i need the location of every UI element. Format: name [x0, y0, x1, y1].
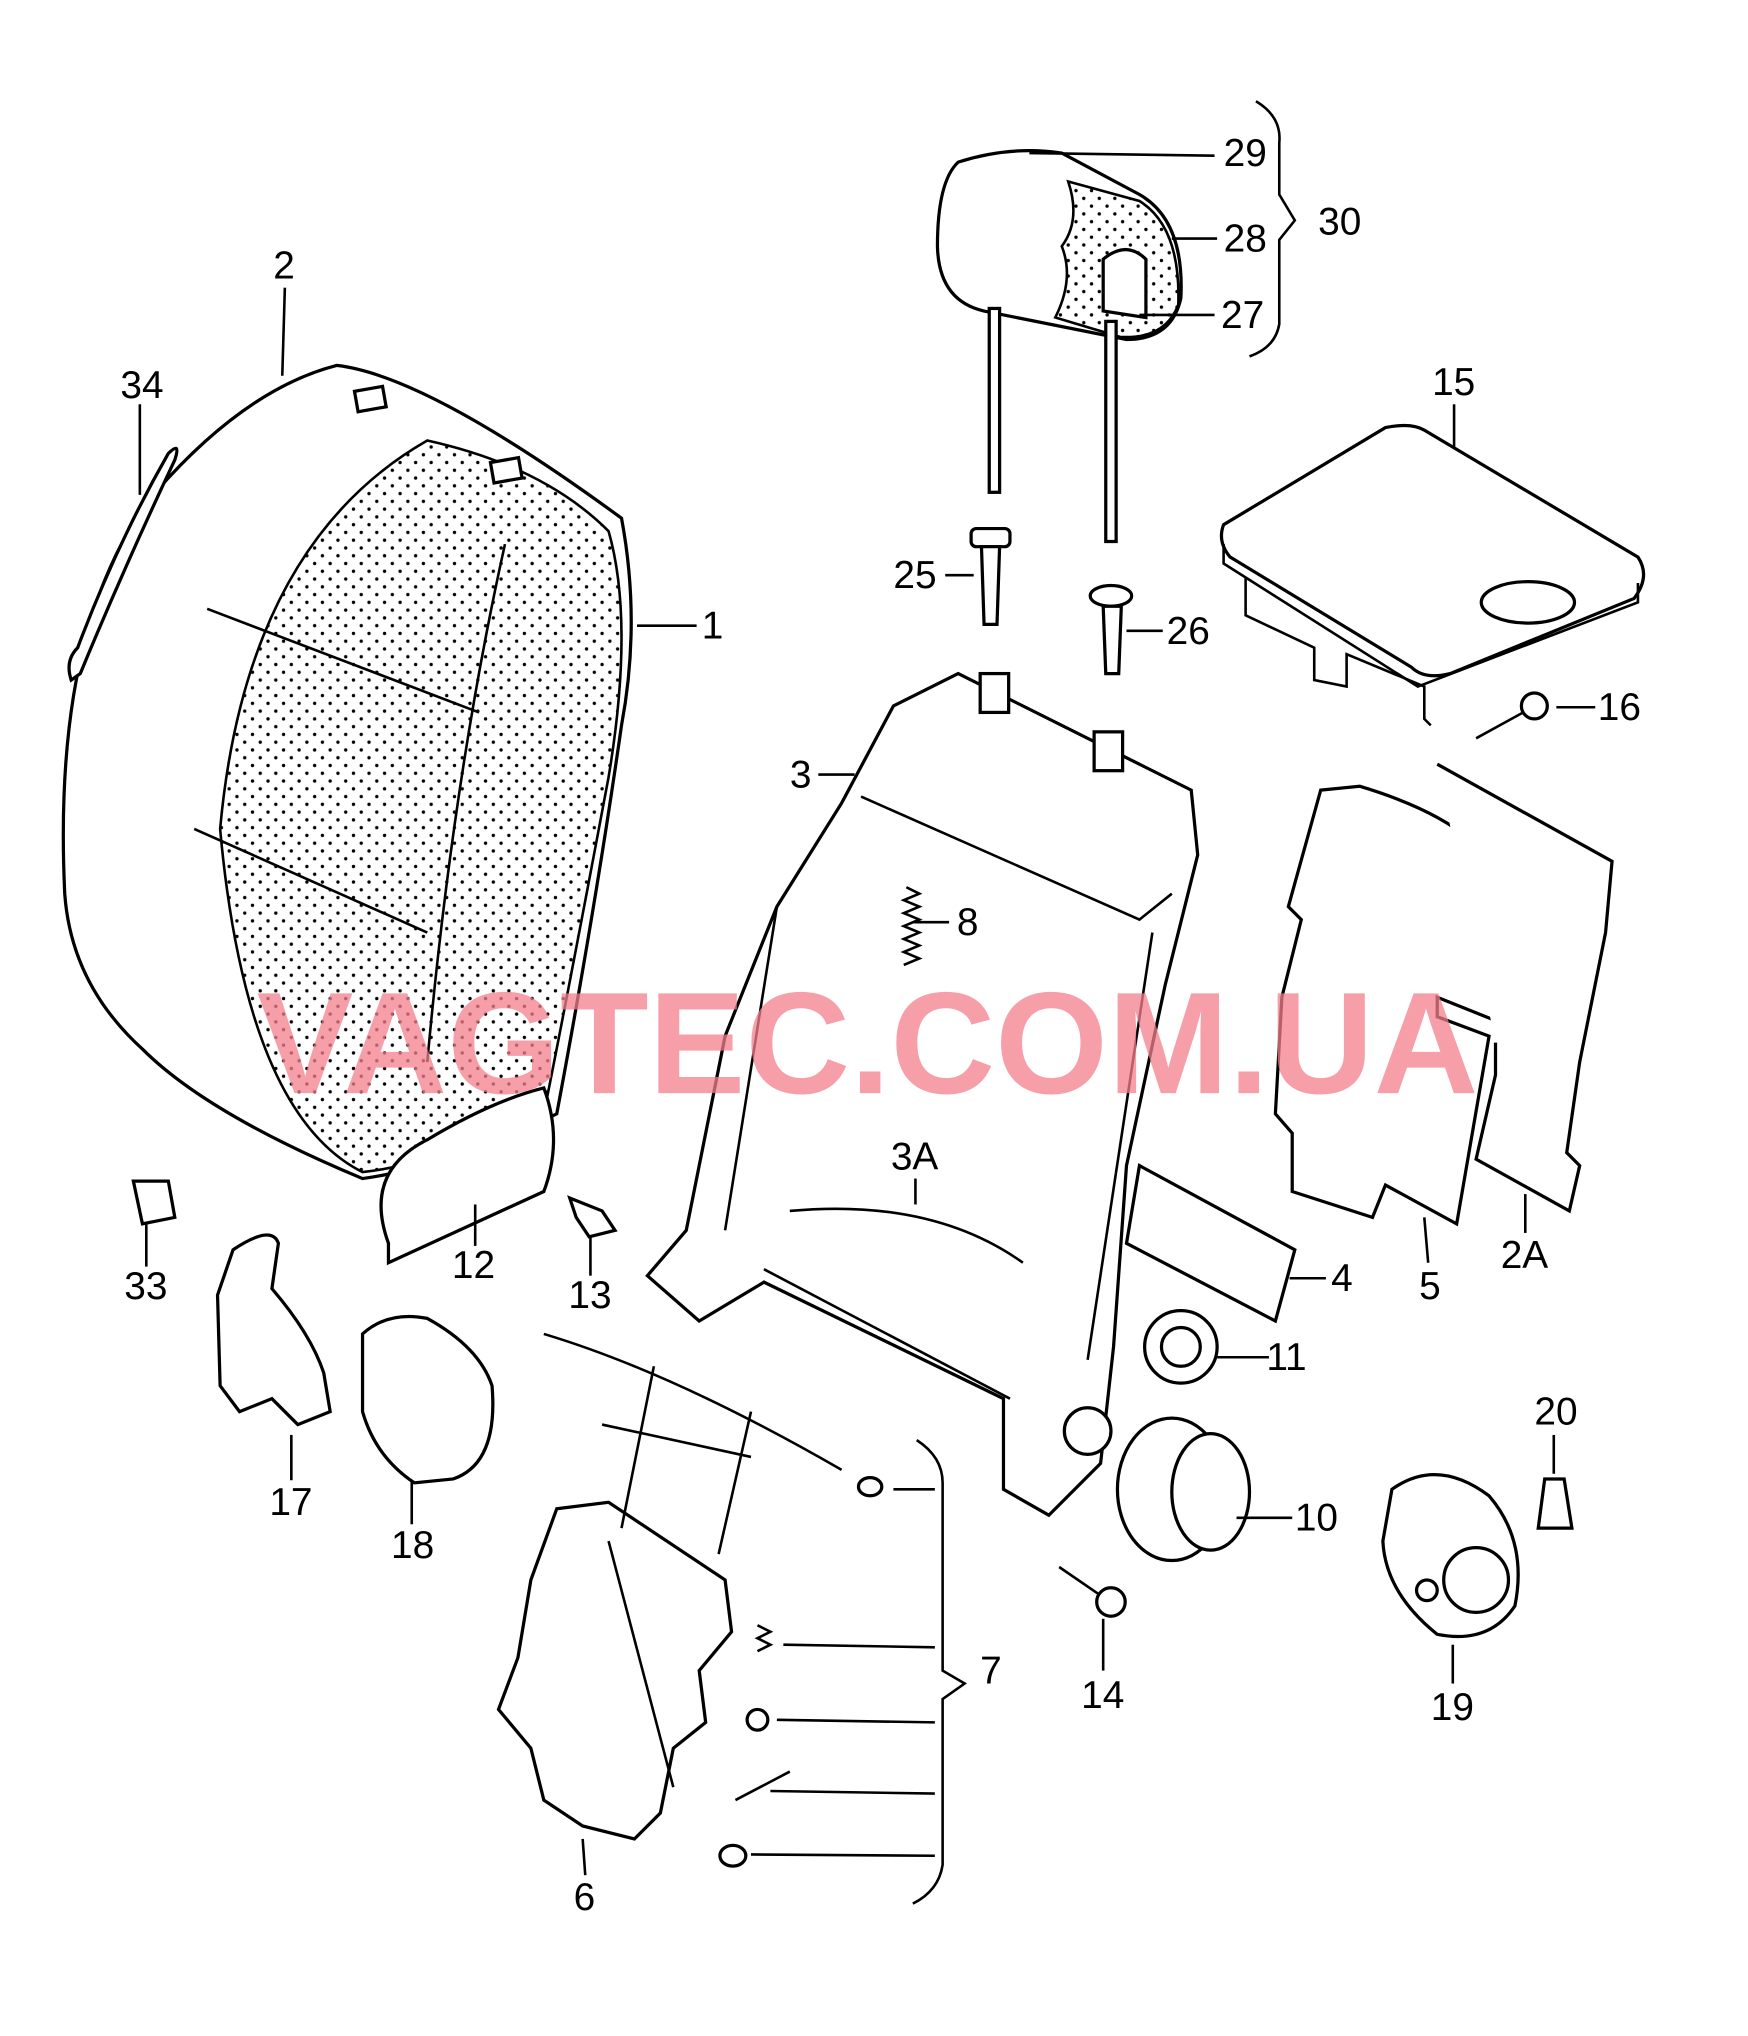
callout-16[interactable]: 16 — [1598, 686, 1641, 729]
callout-2[interactable]: 2 — [273, 245, 295, 288]
callout-29[interactable]: 29 — [1224, 132, 1267, 175]
callout-1[interactable]: 1 — [702, 605, 724, 648]
small-parts-7 — [718, 1476, 884, 1868]
trim-strip — [67, 446, 179, 683]
cover-17 — [215, 1233, 332, 1427]
leader-lines — [138, 100, 1596, 1905]
callout-17[interactable]: 17 — [269, 1481, 312, 1524]
watermark: VAGTEC.COM.UA — [257, 962, 1479, 1124]
lumbar-support — [496, 1332, 843, 1841]
callout-14[interactable]: 14 — [1081, 1674, 1124, 1717]
bolt-14 — [1058, 1565, 1127, 1618]
screw-16 — [1475, 691, 1549, 740]
callout-30[interactable]: 30 — [1318, 201, 1361, 244]
callout-12[interactable]: 12 — [452, 1244, 495, 1287]
callout-6[interactable]: 6 — [574, 1876, 596, 1919]
bracket-12 — [379, 1085, 556, 1266]
tension-spring — [900, 886, 923, 967]
headrest — [935, 149, 1183, 544]
back-panel — [1219, 423, 1646, 727]
cap-18 — [360, 1314, 495, 1485]
callout-33[interactable]: 33 — [124, 1265, 167, 1308]
callout-13[interactable]: 13 — [568, 1274, 611, 1317]
knob-10 — [1115, 1416, 1252, 1563]
callout-10[interactable]: 10 — [1295, 1497, 1338, 1540]
callout-34[interactable]: 34 — [120, 364, 163, 407]
clip-13 — [567, 1195, 618, 1239]
callout-28[interactable]: 28 — [1224, 217, 1267, 260]
callout-4[interactable]: 4 — [1331, 1257, 1353, 1300]
callout-25[interactable]: 25 — [893, 554, 936, 597]
headrest-guide-left — [969, 526, 1012, 626]
callout-7[interactable]: 7 — [980, 1650, 1002, 1693]
callout-15[interactable]: 15 — [1432, 361, 1475, 404]
clip-33 — [131, 1179, 177, 1226]
callout-19[interactable]: 19 — [1431, 1686, 1474, 1729]
callout-8[interactable]: 8 — [957, 901, 979, 944]
callout-20[interactable]: 20 — [1534, 1391, 1577, 1434]
callout-labels: 29 28 27 30 2 34 15 1 25 26 16 3 8 3A 12… — [120, 132, 1641, 1919]
strip-4 — [1124, 1163, 1297, 1324]
callout-3A[interactable]: 3A — [891, 1135, 939, 1178]
cover-19 — [1381, 1472, 1520, 1639]
cap-20 — [1536, 1477, 1574, 1530]
callout-3[interactable]: 3 — [790, 754, 812, 797]
headrest-guide-right — [1088, 583, 1134, 676]
callout-27[interactable]: 27 — [1221, 294, 1264, 337]
gear-11 — [1142, 1309, 1219, 1385]
backrest-board-2A — [1436, 762, 1614, 1214]
callout-18[interactable]: 18 — [391, 1524, 434, 1567]
callout-2A[interactable]: 2A — [1501, 1234, 1549, 1277]
backrest-frame — [645, 671, 1200, 1518]
callout-26[interactable]: 26 — [1167, 610, 1210, 653]
backrest-cover — [61, 363, 633, 1181]
callout-5[interactable]: 5 — [1419, 1265, 1441, 1308]
callout-11[interactable]: 11 — [1266, 1336, 1306, 1379]
